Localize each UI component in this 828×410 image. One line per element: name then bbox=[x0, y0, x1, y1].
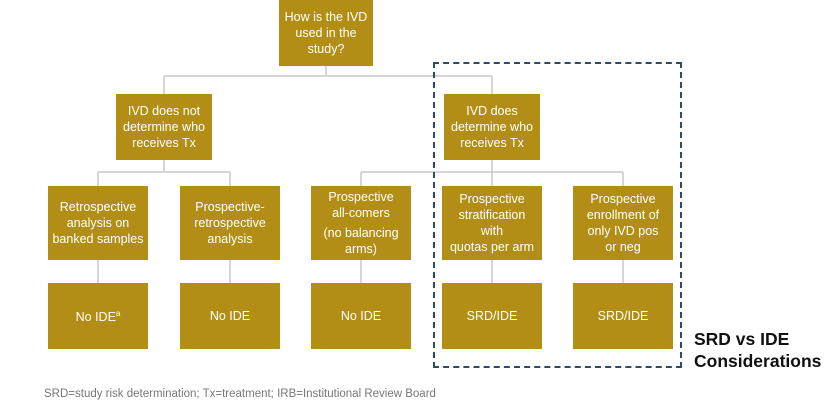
root-line-1: How is the IVD bbox=[284, 10, 368, 24]
outcome-label: No IDE bbox=[209, 309, 251, 323]
node-line: quotas per arm bbox=[449, 240, 535, 254]
node-line: all-comers bbox=[332, 206, 390, 220]
node-line: analysis bbox=[207, 232, 253, 246]
node-line: determine who bbox=[123, 120, 205, 134]
root-question-node: How is the IVD used in the study? bbox=[279, 0, 373, 66]
node-line: receives Tx bbox=[132, 136, 196, 150]
node-line: Prospective- bbox=[195, 200, 265, 214]
node-line: Prospective bbox=[328, 190, 394, 204]
node-line: receives Tx bbox=[460, 136, 524, 150]
outcome-srd-ide-2: SRD/IDE bbox=[573, 283, 673, 349]
outcome-no-ide-2: No IDE bbox=[180, 283, 280, 349]
root-line-3: study? bbox=[307, 42, 345, 56]
callout-line-2: Considerations bbox=[694, 351, 822, 371]
outcome-label: No IDE bbox=[340, 309, 382, 323]
node-line: determine who bbox=[451, 120, 533, 134]
node-line: only IVD pos bbox=[587, 224, 659, 238]
node-line: IVD does not bbox=[127, 104, 201, 118]
node-line: IVD does bbox=[466, 104, 518, 118]
node-line: stratification with bbox=[458, 208, 526, 238]
ivd-determine-node: IVD does determine who receives Tx bbox=[444, 94, 540, 160]
outcome-label: No IDE bbox=[75, 310, 116, 325]
node-line: arms) bbox=[345, 242, 377, 256]
prospective-enrollment-node: Prospective enrollment of only IVD pos o… bbox=[573, 186, 673, 260]
prospective-stratification-node: Prospective stratification with quotas p… bbox=[442, 186, 542, 260]
node-line: or neg bbox=[605, 240, 641, 254]
node-line: Retrospective bbox=[59, 200, 137, 214]
srd-vs-ide-callout: SRD vs IDE Considerations bbox=[694, 328, 821, 372]
ivd-not-determine-node: IVD does not determine who receives Tx bbox=[116, 94, 212, 160]
node-line: Prospective bbox=[459, 192, 525, 206]
outcome-no-ide-1: No IDEa bbox=[48, 283, 148, 349]
outcome-srd-ide-1: SRD/IDE bbox=[442, 283, 542, 349]
srd-ide-highlight-region bbox=[433, 62, 682, 368]
prospective-retrospective-node: Prospective- retrospective analysis bbox=[180, 186, 280, 260]
node-line: enrollment of bbox=[586, 208, 660, 222]
outcome-label: SRD/IDE bbox=[466, 309, 518, 323]
node-line: (no balancing bbox=[323, 226, 399, 240]
node-line: banked samples bbox=[52, 232, 144, 246]
root-line-2: used in the bbox=[295, 26, 357, 40]
retrospective-banked-node: Retrospective analysis on banked samples bbox=[48, 186, 148, 260]
outcome-label: SRD/IDE bbox=[597, 309, 649, 323]
outcome-no-ide-3: No IDE bbox=[311, 283, 411, 349]
footnote-marker: a bbox=[115, 309, 121, 319]
callout-line-1: SRD vs IDE bbox=[694, 329, 790, 349]
node-line: Prospective bbox=[590, 192, 656, 206]
node-line: analysis on bbox=[66, 216, 130, 230]
node-line: retrospective bbox=[194, 216, 266, 230]
prospective-all-comers-node: Prospective all-comers (no balancing arm… bbox=[311, 186, 411, 260]
abbreviations-footnote: SRD=study risk determination; Tx=treatme… bbox=[44, 388, 436, 400]
